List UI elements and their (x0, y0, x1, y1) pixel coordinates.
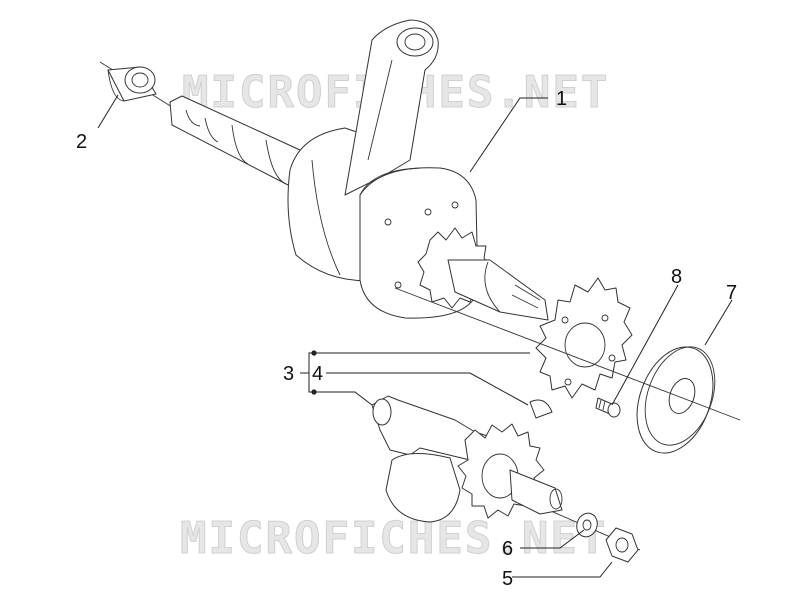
crankshaft-part (169, 19, 549, 321)
leader-lines (97, 94, 733, 578)
callout-7: 7 (726, 282, 737, 304)
washer-part (636, 346, 716, 454)
callout-1: 1 (556, 88, 567, 110)
small-washer-part (576, 512, 598, 538)
callout-5: 5 (502, 568, 513, 590)
callout-2: 2 (76, 131, 87, 153)
sprocket-part (535, 277, 633, 399)
callout-4: 4 (312, 363, 323, 385)
nut-part (605, 527, 639, 563)
balancer-shaft-part (371, 395, 563, 523)
crank-axis-line (394, 287, 741, 421)
watermark-bottom: MICROFICHES.NET (180, 513, 607, 564)
callout-8: 8 (671, 266, 682, 288)
callout-6: 6 (502, 538, 513, 560)
key-part (529, 399, 553, 419)
bushing-part (99, 61, 181, 113)
bolt-part (595, 397, 621, 418)
callout-3: 3 (283, 363, 294, 385)
